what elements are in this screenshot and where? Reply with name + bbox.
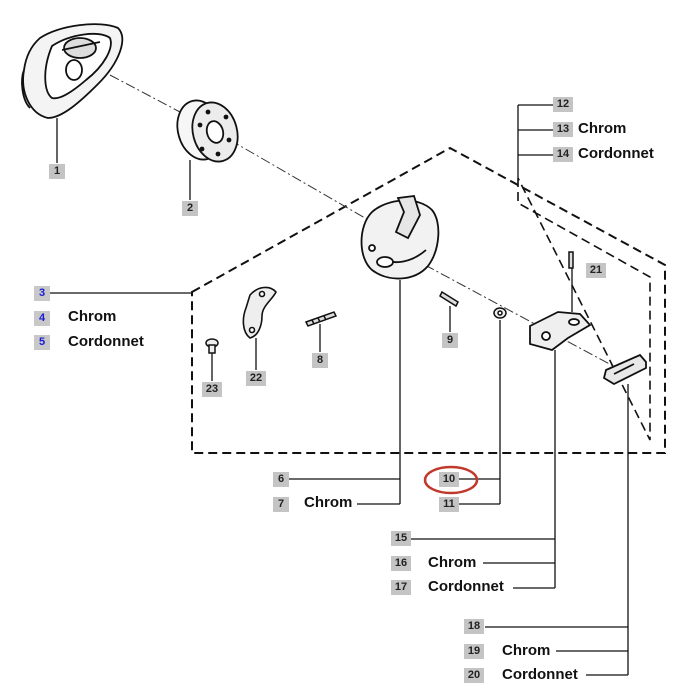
callout-7-text: Chrom <box>304 494 353 511</box>
callout-16: 16 <box>391 556 411 571</box>
callout-3: 3 <box>34 286 50 301</box>
callout-7: 7 <box>273 497 289 512</box>
callout-1: 1 <box>49 164 65 179</box>
callout-16-text: Chrom <box>428 554 477 571</box>
part-23-screw <box>205 338 219 354</box>
callout-12: 12 <box>553 97 573 112</box>
callout-6: 6 <box>273 472 289 487</box>
callout-11: 11 <box>439 497 459 512</box>
callout-18: 18 <box>464 619 484 634</box>
part-15-plate <box>529 311 592 351</box>
part-10-nut <box>493 307 507 319</box>
callout-20-text: Cordonnet <box>502 666 578 683</box>
callout-10: 10 <box>439 472 459 487</box>
assembly-axis <box>109 74 631 376</box>
callout-17: 17 <box>391 580 411 595</box>
callout-13-text: Chrom <box>578 120 627 137</box>
callout-14-text: Cordonnet <box>578 145 654 162</box>
part-22-spring <box>242 286 277 339</box>
callout-14: 14 <box>553 147 573 162</box>
group-12-dashed-outline <box>517 177 651 441</box>
leader-lines <box>50 104 629 676</box>
callout-8: 8 <box>312 353 328 368</box>
part-9-screw <box>439 290 459 308</box>
part-21-screw <box>568 251 574 269</box>
callout-21: 21 <box>586 263 606 278</box>
part-10-highlight-ring <box>423 465 479 495</box>
part-2-bobbin <box>176 99 239 163</box>
callout-2: 2 <box>182 201 198 216</box>
callout-19: 19 <box>464 644 484 659</box>
callout-23: 23 <box>202 382 222 397</box>
callout-22: 22 <box>246 371 266 386</box>
callout-20: 20 <box>464 668 484 683</box>
callout-5: 5 <box>34 335 50 350</box>
callout-19-text: Chrom <box>502 642 551 659</box>
part-1-cover-plate <box>21 23 124 119</box>
callout-4: 4 <box>34 311 50 326</box>
callout-15: 15 <box>391 531 411 546</box>
part-6-bobbin-case <box>360 195 440 280</box>
group-3-dashed-outline <box>191 146 666 454</box>
part-18-clip <box>602 353 647 386</box>
callout-17-text: Cordonnet <box>428 578 504 595</box>
part-8-pin <box>304 311 338 327</box>
callout-4-text: Chrom <box>68 308 117 325</box>
callout-9: 9 <box>442 333 458 348</box>
callout-5-text: Cordonnet <box>68 333 144 350</box>
callout-13: 13 <box>553 122 573 137</box>
